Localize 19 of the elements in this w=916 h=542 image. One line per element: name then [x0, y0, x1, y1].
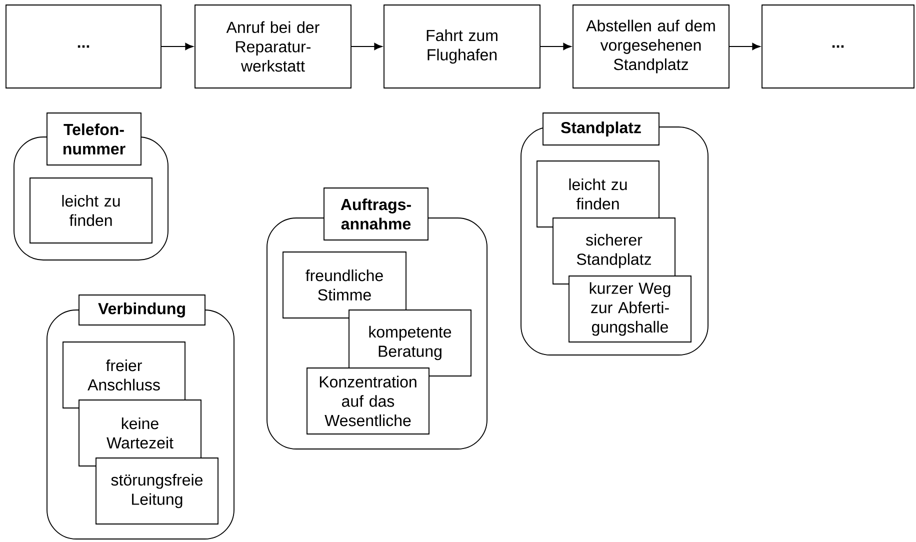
arrow [351, 42, 382, 50]
node-label: Auftrags- [340, 198, 411, 214]
arrow [161, 42, 194, 50]
item-box: kurzer Weg zur Abferti- gungshalle [568, 276, 692, 342]
node-label: Telefon- [64, 123, 124, 136]
item-box: keine Wartezeit [78, 400, 202, 466]
item-box: freundliche Stimme [282, 252, 406, 318]
item-box: Konzentration auf das Wesentliche [306, 368, 430, 434]
step-box: ... [6, 4, 162, 88]
step-box: Fahrt zum Flughafen [384, 4, 540, 88]
step-box: Abstellen auf dem vorgesehenen Standplatz [572, 4, 730, 88]
item-box: leicht zu finden [30, 178, 152, 244]
arrow [729, 42, 760, 50]
arrow [540, 42, 572, 50]
step-box: ... [762, 4, 914, 88]
step-box: Anruf bei der Reparatur- werkstatt [194, 4, 352, 88]
item-box: kompetente Beratung [348, 310, 472, 376]
item-box: störungsfreie Leitung [96, 458, 218, 524]
item-box: freier Anschluss [62, 342, 186, 408]
